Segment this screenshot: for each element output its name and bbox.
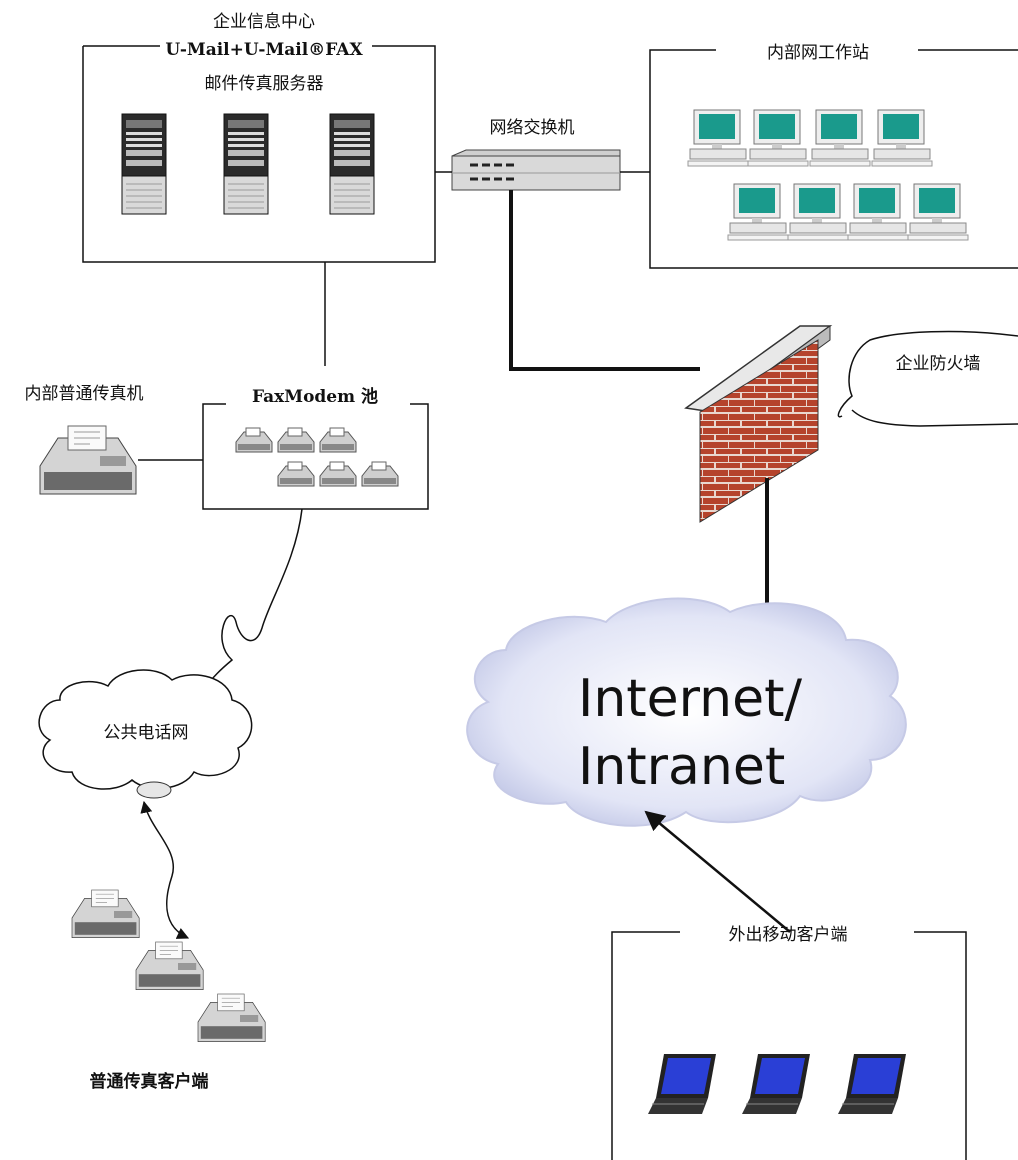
faxmodem-pool: FaxModem 池 bbox=[202, 386, 429, 510]
internet-line1: Internet/ bbox=[578, 669, 802, 729]
fax-machine-icon bbox=[39, 425, 137, 495]
mobile-clients: 外出移动客户端 bbox=[611, 925, 967, 1160]
desktop-icon bbox=[809, 109, 871, 167]
fax-modem-icon bbox=[319, 461, 357, 487]
fax-clients-label: 普通传真客户端 bbox=[90, 1071, 209, 1092]
link-switch-firewall bbox=[509, 190, 700, 371]
pstn-cloud-shape bbox=[38, 669, 253, 790]
product-name: U-Mail+U-Mail®FAX bbox=[165, 40, 363, 60]
fax-modem-icon bbox=[235, 427, 273, 453]
desktop-icon bbox=[907, 183, 969, 241]
server-label: 邮件传真服务器 bbox=[205, 74, 324, 94]
laptop-icon bbox=[837, 1053, 907, 1115]
faxmodem-pool-label: FaxModem 池 bbox=[252, 386, 378, 407]
desktop-icon bbox=[871, 109, 933, 167]
desktop-icon bbox=[787, 183, 849, 241]
link-mobile-internet bbox=[644, 810, 791, 933]
network-switch: 网络交换机 bbox=[451, 118, 621, 191]
fax-clients: 普通传真客户端 bbox=[71, 889, 266, 1092]
mobile-clients-label: 外出移动客户端 bbox=[729, 925, 848, 945]
phone-icon bbox=[136, 781, 172, 799]
server-icon bbox=[223, 113, 269, 215]
pstn-cloud: 公共电话网 bbox=[38, 669, 253, 799]
enterprise-center-box bbox=[82, 45, 436, 263]
workstations-box bbox=[649, 49, 1018, 269]
internet-cloud-shape bbox=[466, 597, 907, 827]
fax-modem-icon bbox=[361, 461, 399, 487]
internet-line2: Intranet bbox=[578, 737, 785, 797]
desktop-icon bbox=[687, 109, 749, 167]
internal-fax-label: 内部普通传真机 bbox=[25, 384, 144, 404]
firewall-icon bbox=[699, 339, 819, 523]
pstn-label: 公共电话网 bbox=[104, 723, 189, 743]
switch-label: 网络交换机 bbox=[490, 118, 575, 138]
enterprise-center: 企业信息中心 U-Mail+U-Mail®FAX 邮件传真服务器 bbox=[82, 12, 436, 263]
link-pool-pstn bbox=[202, 508, 303, 691]
fax-machine-icon bbox=[135, 941, 204, 990]
server-icon bbox=[121, 113, 167, 215]
fax-modem-icon bbox=[277, 461, 315, 487]
firewall-callout bbox=[837, 330, 1018, 427]
faxmodem-pool-box bbox=[202, 403, 429, 510]
link-pstn-faxclients bbox=[140, 800, 190, 939]
mobile-clients-box bbox=[611, 931, 967, 1160]
enterprise-center-title: 企业信息中心 bbox=[213, 12, 315, 32]
fax-machine-icon bbox=[197, 993, 266, 1042]
firewall: 企业防火墙 bbox=[684, 325, 1018, 523]
workstations: 内部网工作站 bbox=[649, 43, 1018, 269]
fax-modem-icon bbox=[319, 427, 357, 453]
fax-modem-icon bbox=[277, 427, 315, 453]
workstations-label: 内部网工作站 bbox=[767, 43, 869, 63]
firewall-label: 企业防火墙 bbox=[896, 354, 981, 374]
desktop-icon bbox=[847, 183, 909, 241]
internal-fax: 内部普通传真机 bbox=[25, 384, 144, 495]
desktop-icon bbox=[727, 183, 789, 241]
fax-machine-icon bbox=[71, 889, 140, 938]
desktop-icon bbox=[747, 109, 809, 167]
laptop-icon bbox=[647, 1053, 717, 1115]
server-icon bbox=[329, 113, 375, 215]
laptop-icon bbox=[741, 1053, 811, 1115]
internet-cloud: Internet/ Intranet bbox=[466, 597, 907, 827]
